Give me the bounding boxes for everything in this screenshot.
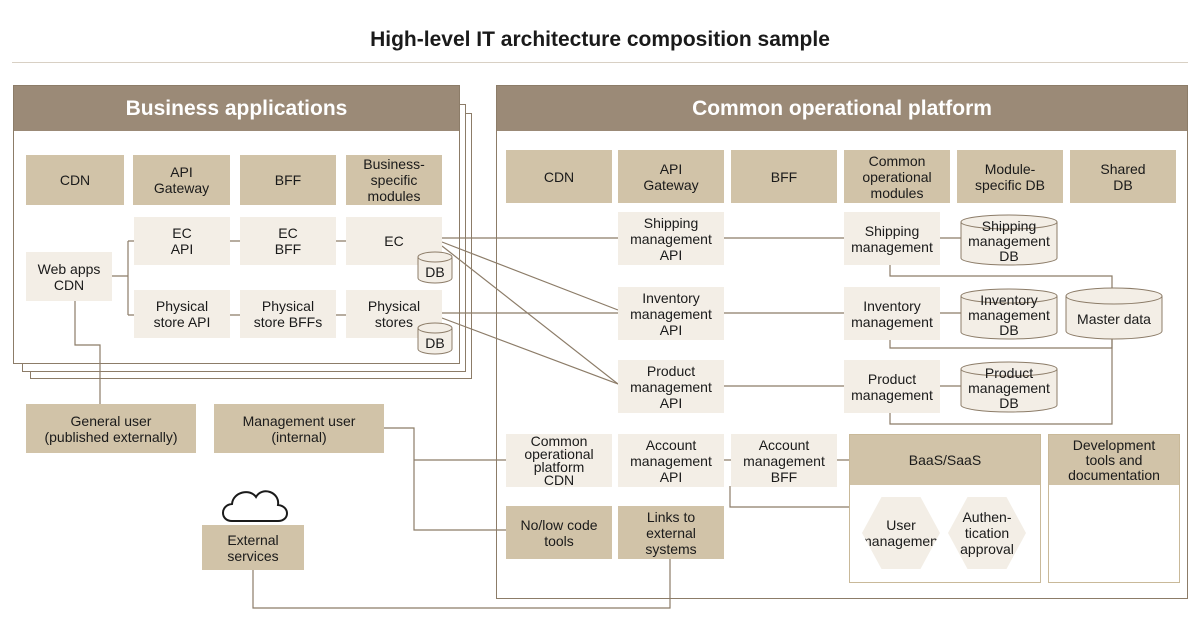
baas-saas-group: BaaS/SaaS User management Authen- ticati… [849,434,1041,583]
shipping-management-db: Shipping management DB [960,214,1058,266]
physical-store-api: Physical store API [134,290,230,338]
biz-api-gateway-header: API Gateway [133,155,230,205]
product-management-api: Product management API [618,360,724,413]
master-data-db: Master data [1065,287,1163,340]
links-to-external-systems: Links to external systems [618,506,724,559]
baas-saas-header: BaaS/SaaS [850,435,1040,485]
platform-api-gateway-header: API Gateway [618,150,724,203]
platform-modules-header: Common operational modules [844,150,950,203]
ec-api: EC API [134,217,230,265]
inventory-db-label: Inventory management DB [968,292,1050,338]
inventory-management-db: Inventory management DB [960,288,1058,340]
user-management: User management [862,497,940,569]
account-management-bff: Account management BFF [731,434,837,487]
page-title: High-level IT architecture composition s… [370,28,830,51]
platform-cdn-header: CDN [506,150,612,203]
cloud-icon [222,490,288,522]
biz-cdn-header: CDN [26,155,124,205]
inventory-management: Inventory management [844,287,940,340]
shipping-management-api: Shipping management API [618,212,724,265]
product-db-label: Product management DB [968,365,1050,411]
dev-tools-group: Development tools and documentation [1048,434,1180,583]
ec-bff: EC BFF [240,217,336,265]
ec-db-label: DB [425,264,445,280]
account-management-api: Account management API [618,434,724,487]
biz-modules-header: Business- specific modules [346,155,442,205]
authentication-approval: Authen- tication approval [948,497,1026,569]
master-data-label: Master data [1077,311,1151,327]
general-user: General user (published externally) [26,404,196,453]
external-services: External services [202,525,304,570]
platform-panel-header: Common operational platform [497,86,1187,131]
platform-module-db-header: Module- specific DB [957,150,1063,203]
product-management: Product management [844,360,940,413]
shipping-management: Shipping management [844,212,940,265]
stores-db: DB [417,322,453,355]
business-panel-header: Business applications [14,86,459,131]
management-user: Management user (internal) [214,404,384,453]
platform-shared-db-header: Shared DB [1070,150,1176,203]
title-divider [12,62,1188,63]
ec-db: DB [417,251,453,284]
dev-tools-header: Development tools and documentation [1049,435,1179,485]
biz-bff-header: BFF [240,155,336,205]
shipping-db-label: Shipping management DB [968,218,1050,264]
physical-store-bffs: Physical store BFFs [240,290,336,338]
product-management-db: Product management DB [960,361,1058,413]
stores-db-label: DB [425,335,445,351]
web-apps-cdn: Web apps CDN [26,252,112,301]
inventory-management-api: Inventory management API [618,287,724,340]
nolow-code-tools: No/low code tools [506,506,612,559]
platform-bff-header: BFF [731,150,837,203]
common-platform-cdn: Common operational platform CDN [506,434,612,487]
